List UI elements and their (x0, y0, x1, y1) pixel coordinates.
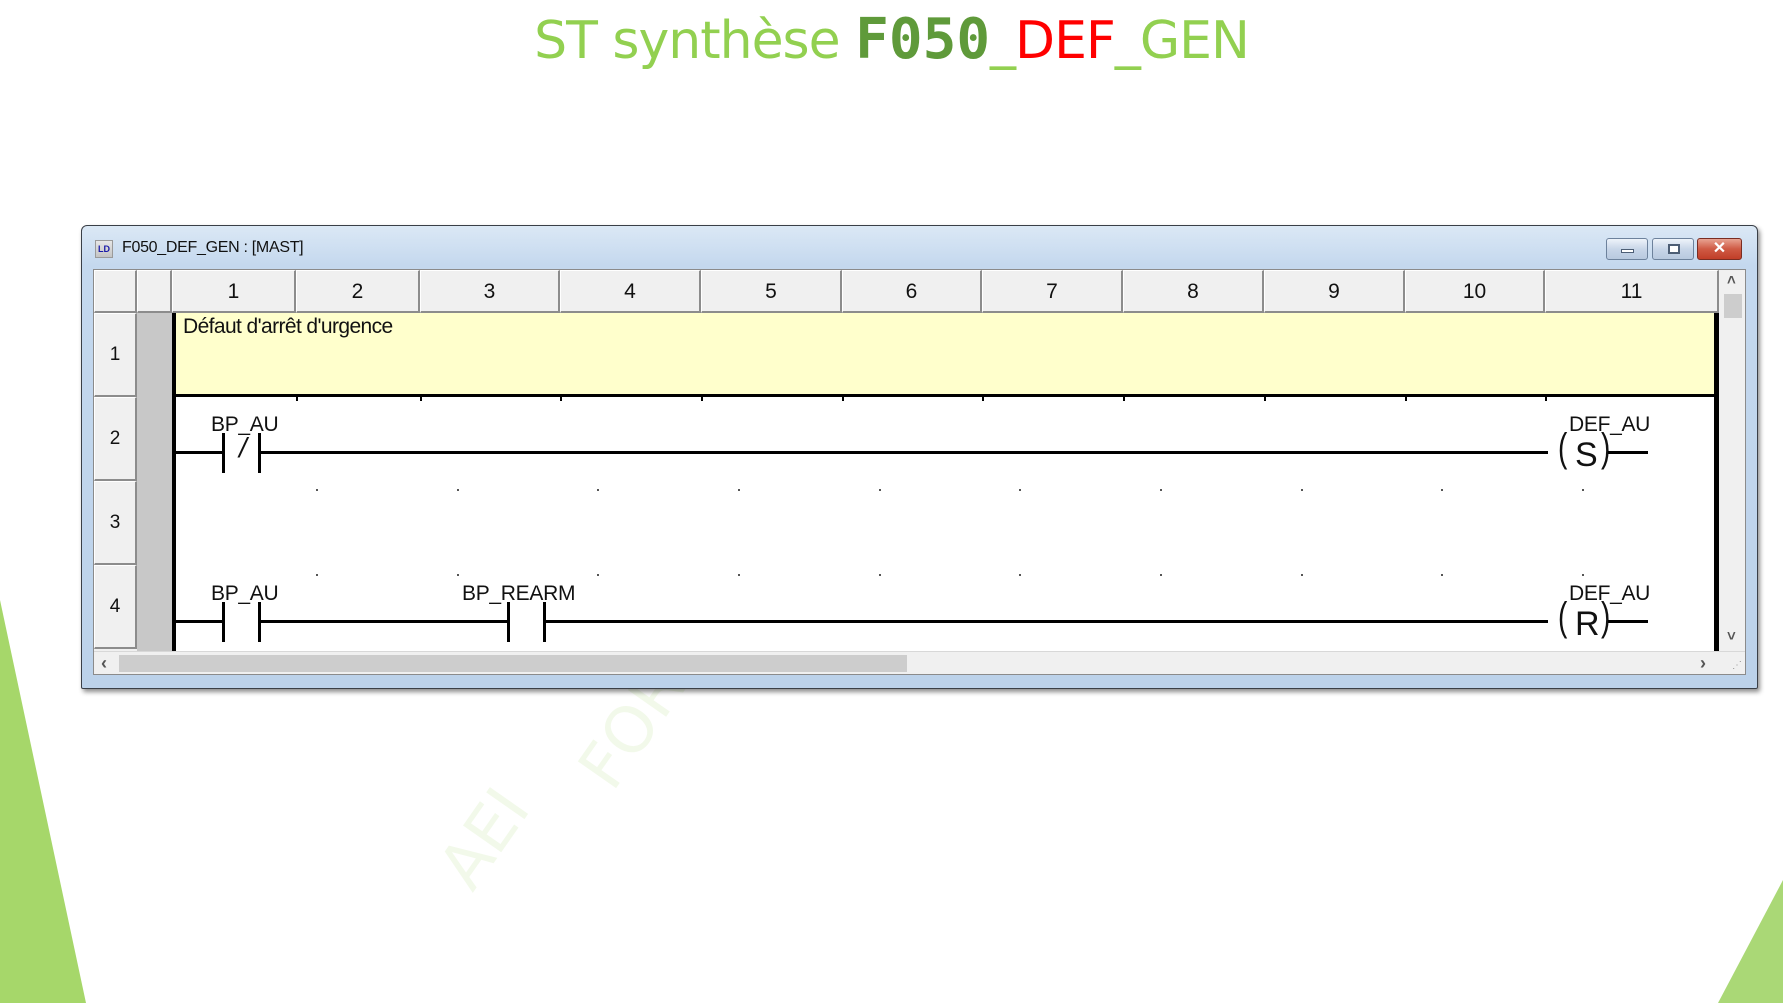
vertical-scrollbar[interactable]: ˄ ˅ (1719, 270, 1745, 651)
column-header-11[interactable]: 11 (1545, 270, 1719, 313)
no-contact-left-bar (507, 602, 510, 642)
minimize-icon (1621, 249, 1634, 253)
title-prefix: ST synthèse (534, 11, 856, 71)
wire (261, 620, 507, 623)
comment-row[interactable]: Défaut d'arrêt d'urgence (176, 313, 1714, 397)
column-header-1[interactable]: 1 (172, 270, 296, 313)
grid-spacer-header (137, 270, 172, 313)
rung-comment: Défaut d'arrêt d'urgence (183, 315, 393, 338)
column-header-6[interactable]: 6 (842, 270, 982, 313)
watermark-aei: AEI (425, 775, 545, 903)
wire (546, 620, 1548, 623)
slide-title: ST synthèse F050_DEF_GEN (0, 4, 1783, 77)
set-coil-icon[interactable]: ( S ) (1557, 426, 1611, 474)
wire (176, 451, 222, 454)
ladder-diagram-icon: LD (95, 240, 113, 258)
ladder-editor-window: LD F050_DEF_GEN : [MAST] ✕ 1 2 3 4 5 6 7… (81, 225, 1758, 689)
contact-label-bp-au: BP_AU (211, 413, 279, 436)
nc-contact-left-bar (222, 433, 225, 473)
coil-label-def-au-reset: DEF_AU (1569, 582, 1651, 605)
scroll-right-icon[interactable]: › (1700, 653, 1706, 673)
column-header-4[interactable]: 4 (560, 270, 701, 313)
ladder-grid-area: 1 2 3 4 5 6 7 8 9 10 11 1 2 3 4 Défaut d… (93, 269, 1746, 675)
close-icon: ✕ (1712, 240, 1727, 257)
scroll-up-icon[interactable]: ˄ (1727, 272, 1736, 289)
left-margin-strip (137, 313, 172, 651)
row-header-2[interactable]: 2 (94, 397, 137, 481)
row-header-1[interactable]: 1 (94, 313, 137, 397)
contact-label-bp-rearm: BP_REARM (462, 582, 576, 605)
minimize-button[interactable] (1606, 238, 1648, 260)
title-code: F050 (855, 7, 991, 72)
window-title: F050_DEF_GEN : [MAST] (122, 239, 304, 256)
column-header-10[interactable]: 10 (1405, 270, 1545, 313)
column-header-9[interactable]: 9 (1264, 270, 1405, 313)
horizontal-scroll-thumb[interactable] (119, 655, 907, 672)
column-header-2[interactable]: 2 (296, 270, 420, 313)
nc-contact-right-bar (258, 433, 261, 473)
wire (261, 451, 1548, 454)
column-header-8[interactable]: 8 (1123, 270, 1264, 313)
maximize-icon (1668, 244, 1680, 254)
no-contact-right-bar (258, 602, 261, 642)
contact-label-bp-au: BP_AU (211, 582, 279, 605)
scroll-left-icon[interactable]: ‹ (101, 653, 107, 673)
no-contact-right-bar (543, 602, 546, 642)
ladder-grid[interactable]: Défaut d'arrêt d'urgence BP_AU (172, 313, 1719, 651)
wire (1608, 451, 1648, 454)
resize-grip-icon[interactable]: ⋰ (1732, 660, 1742, 671)
scroll-down-icon[interactable]: ˅ (1727, 628, 1736, 645)
column-header-5[interactable]: 5 (701, 270, 842, 313)
no-contact-left-bar (222, 602, 225, 642)
title-def: DEF (1015, 11, 1116, 71)
grid-corner[interactable] (94, 270, 137, 313)
coil-label-def-au-set: DEF_AU (1569, 413, 1651, 436)
row-header-4[interactable]: 4 (94, 565, 137, 649)
nc-contact-slash-icon: / (239, 432, 247, 463)
wire (176, 620, 222, 623)
window-titlebar[interactable]: LD F050_DEF_GEN : [MAST] ✕ (82, 226, 1757, 268)
vertical-scroll-thumb[interactable] (1724, 294, 1742, 318)
column-header-3[interactable]: 3 (420, 270, 560, 313)
maximize-button[interactable] (1652, 238, 1694, 260)
wire (1608, 620, 1648, 623)
close-button[interactable]: ✕ (1697, 238, 1742, 260)
row-header-3[interactable]: 3 (94, 481, 137, 565)
horizontal-scrollbar[interactable]: ‹ › ⋰ (94, 651, 1745, 674)
title-gen: _GEN (1114, 11, 1250, 71)
title-underscore: _ (990, 11, 1016, 71)
reset-coil-icon[interactable]: ( R ) (1557, 595, 1611, 643)
column-header-7[interactable]: 7 (982, 270, 1123, 313)
